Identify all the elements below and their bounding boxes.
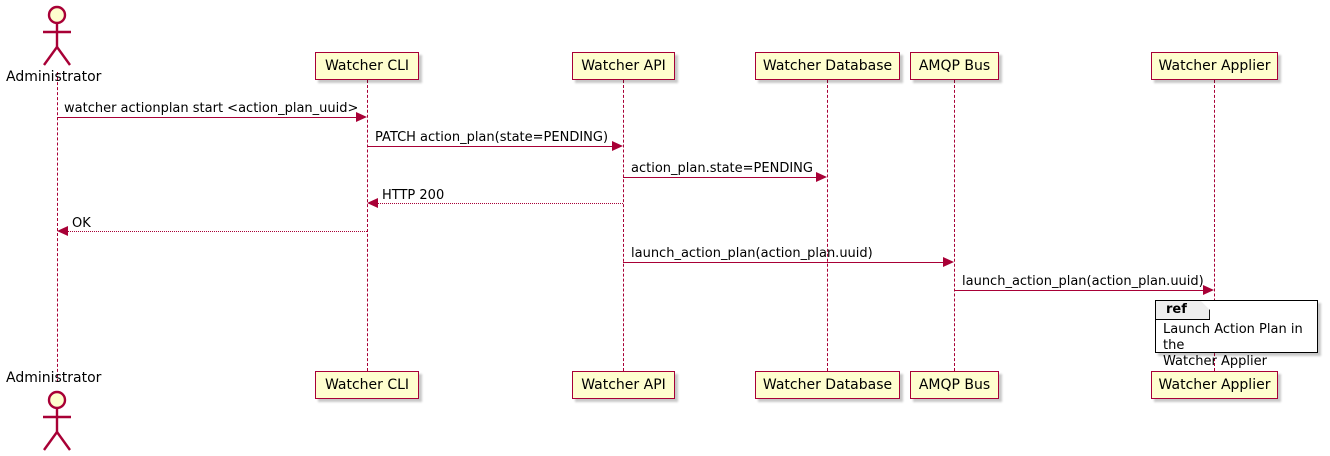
message-label-patch-action-plan: PATCH action_plan(state=PENDING) <box>375 130 609 145</box>
actor-administrator-top <box>38 5 78 67</box>
message-line-patch-action-plan <box>367 146 612 147</box>
participant-box-watcher-database-bottom[interactable]: Watcher Database <box>755 371 900 399</box>
message-label-http-200: HTTP 200 <box>382 188 445 203</box>
participant-box-amqp-bus-bottom[interactable]: AMQP Bus <box>910 371 999 399</box>
participant-box-watcher-database-top[interactable]: Watcher Database <box>755 52 900 80</box>
ref-fragment-line-2: Watcher Applier <box>1163 354 1267 369</box>
message-line-watcher-actionplan-start <box>57 117 356 118</box>
participant-box-amqp-bus-top[interactable]: AMQP Bus <box>910 52 999 80</box>
ref-fragment: ref Launch Action Plan in the Watcher Ap… <box>1155 300 1318 369</box>
actor-label-administrator-top: Administrator <box>6 69 102 85</box>
participant-box-watcher-applier-top[interactable]: Watcher Applier <box>1151 52 1278 80</box>
message-line-action-plan-state-pending <box>623 177 816 178</box>
arrow-head-http-200 <box>367 198 378 208</box>
message-label-ok: OK <box>72 216 91 231</box>
actor-administrator-bottom <box>38 390 78 452</box>
message-line-launch-action-plan-api-amqp <box>623 262 943 263</box>
arrow-head-watcher-actionplan-start <box>356 112 367 122</box>
arrow-head-ok <box>57 226 68 236</box>
lifeline-amqp-bus <box>954 80 955 371</box>
arrow-head-launch-action-plan-amqp-applier <box>1203 285 1214 295</box>
ref-fragment-body: Launch Action Plan in the Watcher Applie… <box>1163 322 1313 370</box>
message-label-launch-action-plan-amqp-applier: launch_action_plan(action_plan.uuid) <box>962 274 1204 289</box>
lifeline-watcher-cli <box>367 80 368 371</box>
arrow-head-launch-action-plan-api-amqp <box>943 257 954 267</box>
message-line-launch-action-plan-amqp-applier <box>954 290 1203 291</box>
participant-box-watcher-api-bottom[interactable]: Watcher API <box>572 371 675 399</box>
message-label-launch-action-plan-api-amqp: launch_action_plan(action_plan.uuid) <box>631 246 873 261</box>
actor-label-administrator-bottom: Administrator <box>6 370 102 386</box>
participant-box-watcher-cli-top[interactable]: Watcher CLI <box>315 52 419 80</box>
message-label-action-plan-state-pending: action_plan.state=PENDING <box>631 161 813 176</box>
lifeline-watcher-database <box>827 80 828 371</box>
arrow-head-patch-action-plan <box>612 141 623 151</box>
message-line-http-200 <box>378 203 623 204</box>
participant-box-watcher-api-top[interactable]: Watcher API <box>572 52 675 80</box>
message-line-ok <box>68 231 367 232</box>
lifeline-watcher-api <box>623 80 624 371</box>
message-label-watcher-actionplan-start: watcher actionplan start <action_plan_uu… <box>64 101 359 116</box>
lifeline-watcher-applier <box>1214 80 1215 371</box>
participant-box-watcher-cli-bottom[interactable]: Watcher CLI <box>315 371 419 399</box>
ref-fragment-line-1: Launch Action Plan in the <box>1163 322 1303 353</box>
arrow-head-action-plan-state-pending <box>816 172 827 182</box>
ref-fragment-tab-label: ref <box>1156 301 1210 320</box>
participant-box-watcher-applier-bottom[interactable]: Watcher Applier <box>1151 371 1278 399</box>
